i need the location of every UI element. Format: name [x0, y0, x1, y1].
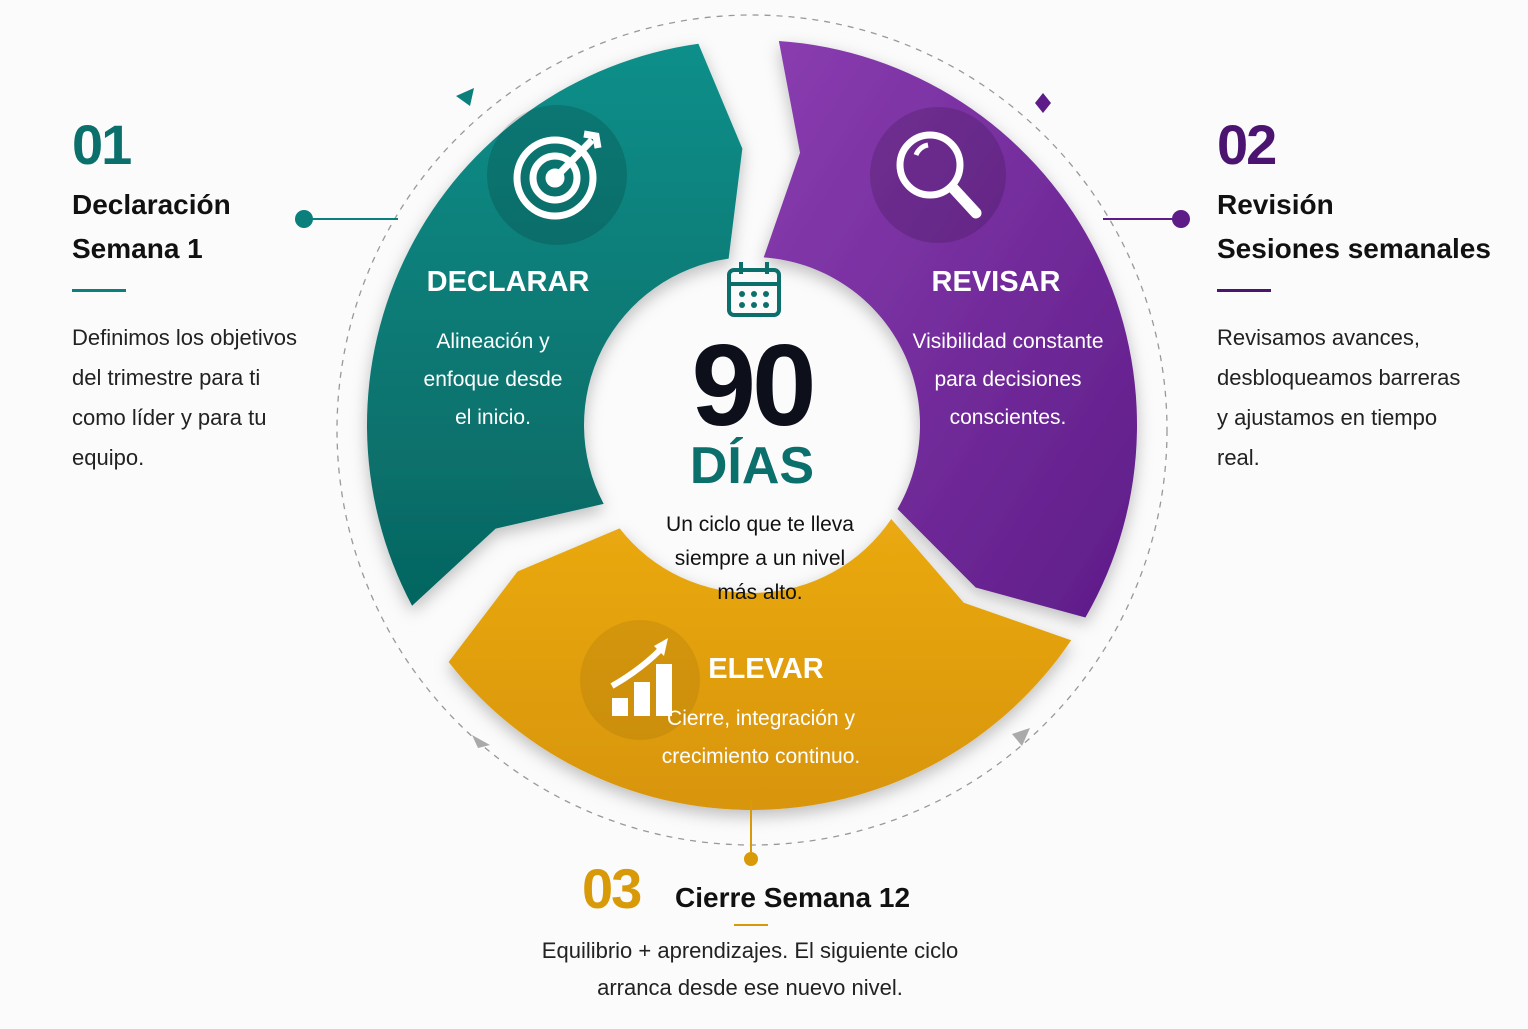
- text-line: enfoque desde: [423, 368, 563, 391]
- step-description: Equilibrio + aprendizajes. El siguiente …: [440, 932, 1060, 1006]
- divider: [1217, 289, 1271, 292]
- step-number: 03: [582, 857, 642, 920]
- step-number: 01: [72, 113, 132, 176]
- segment-declarar: [366, 43, 743, 606]
- divider: [734, 924, 768, 926]
- target-icon: [513, 130, 602, 220]
- desc-line: equipo.: [72, 445, 145, 470]
- arrow-icon: [472, 735, 490, 748]
- segment-text-revisar: Visibilidad constante para decisiones co…: [893, 323, 1123, 437]
- text-line: crecimiento continuo.: [661, 745, 861, 768]
- step-02: 02 Revisión Sesiones semanales Revisamos…: [1217, 112, 1517, 478]
- title-line: Sesiones semanales: [1217, 233, 1491, 264]
- segment-title-revisar: REVISAR: [931, 266, 1061, 298]
- desc-line: Revisamos avances,: [1217, 325, 1420, 350]
- desc-line: del trimestre para ti: [72, 365, 261, 390]
- title-line: Declaración: [72, 189, 231, 220]
- segment-elevar: [448, 518, 1072, 810]
- desc-line: Definimos los objetivos: [72, 325, 297, 350]
- step-number: 02: [1217, 113, 1277, 176]
- connector-dot: [1172, 210, 1190, 228]
- desc-line: real.: [1217, 445, 1260, 470]
- text-line: Visibilidad constante: [912, 330, 1104, 353]
- segment-text-declarar: Alineación y enfoque desde el inicio.: [393, 323, 593, 437]
- desc-line: arranca desde ese nuevo nivel.: [597, 975, 903, 1000]
- step-title: Cierre Semana 12: [675, 882, 911, 913]
- magnifier-icon: [896, 131, 982, 219]
- text-line: para decisiones: [934, 368, 1082, 391]
- diamond-marker-icon: [1035, 93, 1051, 113]
- step-title: Declaración Semana 1: [72, 183, 332, 271]
- growth-chart-icon: [610, 638, 672, 716]
- segment-text-elevar: Cierre, integración y crecimiento contin…: [641, 700, 881, 776]
- desc-line: como líder y para tu: [72, 405, 267, 430]
- step-description: Definimos los objetivos del trimestre pa…: [72, 318, 332, 478]
- center-unit: DÍAS: [689, 437, 815, 495]
- title-line: Semana 1: [72, 233, 203, 264]
- caption-line: siempre a un nivel: [674, 547, 846, 570]
- segment-revisar: [763, 40, 1137, 618]
- arrow-icon: [456, 88, 474, 106]
- title-line: Revisión: [1217, 189, 1334, 220]
- step-description: Revisamos avances, desbloqueamos barrera…: [1217, 318, 1517, 478]
- caption-line: Un ciclo que te lleva: [666, 513, 854, 536]
- center-caption: Un ciclo que te lleva siempre a un nivel…: [620, 508, 900, 610]
- center-number: 90: [691, 320, 816, 450]
- step-01: 01 Declaración Semana 1 Definimos los ob…: [72, 112, 332, 478]
- segment-title-declarar: DECLARAR: [426, 266, 590, 298]
- text-line: Alineación y: [436, 330, 550, 353]
- desc-line: Equilibrio + aprendizajes. El siguiente …: [541, 938, 959, 963]
- arrow-icon: [1012, 728, 1030, 746]
- divider: [72, 289, 126, 292]
- step-title: Revisión Sesiones semanales: [1217, 183, 1517, 271]
- segment-title-elevar: ELEVAR: [708, 653, 824, 685]
- desc-line: y ajustamos en tiempo: [1217, 405, 1438, 430]
- text-line: conscientes.: [949, 406, 1067, 429]
- caption-line: más alto.: [717, 581, 803, 604]
- connector-dot: [744, 852, 758, 866]
- desc-line: desbloqueamos barreras: [1217, 365, 1461, 390]
- text-line: el inicio.: [455, 406, 531, 429]
- connector-dot: [295, 210, 313, 228]
- calendar-icon: [727, 262, 781, 317]
- text-line: Cierre, integración y: [667, 707, 855, 730]
